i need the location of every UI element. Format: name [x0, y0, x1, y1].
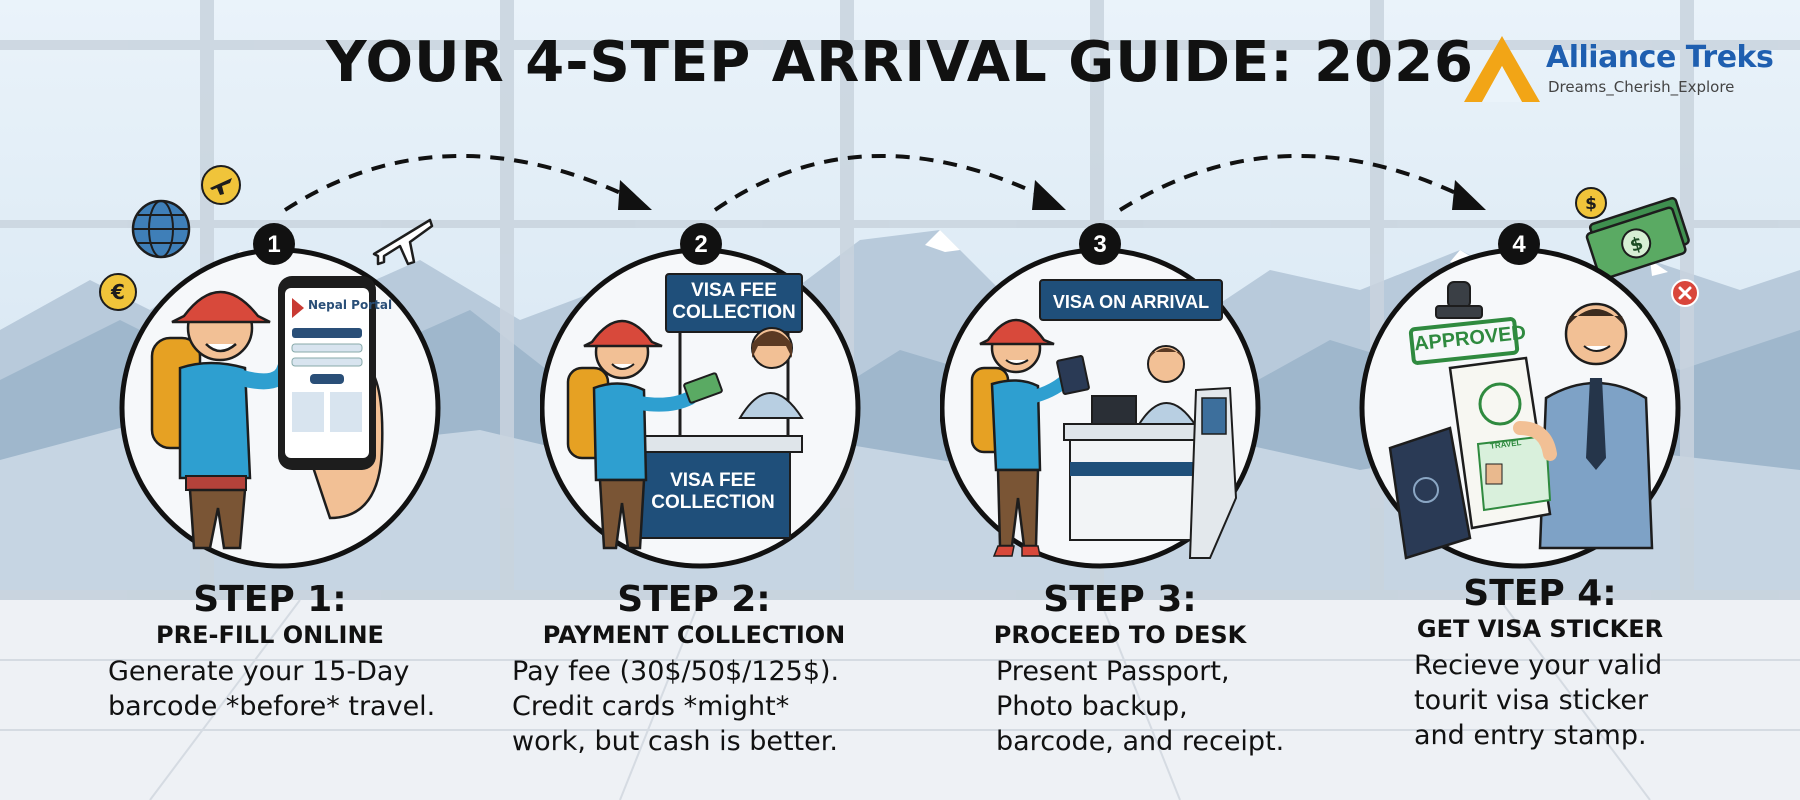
brand-tagline: Dreams_Cherish_Explore: [1548, 78, 1735, 96]
step-3-title: STEP 3:: [1043, 579, 1197, 620]
page-title: YOUR 4-STEP ARRIVAL GUIDE: 2026: [325, 30, 1475, 95]
arrowhead-2: [618, 180, 652, 210]
step-1-description: Generate your 15-Day barcode *before* tr…: [108, 656, 436, 722]
step-3-number: 3: [1093, 231, 1106, 258]
step-4-illustration: [1359, 247, 1681, 569]
airplane-coin-icon: [201, 165, 241, 205]
dollar-coin-icon: $: [1575, 187, 1607, 219]
step-3-description: Present Passport, Photo backup, barcode,…: [996, 656, 1285, 757]
step-2-badge: 2: [680, 223, 722, 265]
step-1-illustration: [119, 247, 441, 569]
logo-mark-icon: [1464, 36, 1540, 102]
arrow-1-to-2: [283, 153, 626, 212]
arrival-sign: [1039, 279, 1223, 321]
step-4-badge: 4: [1498, 223, 1540, 265]
step-3-text: STEP 3: PROCEED TO DESK Present Passport…: [910, 580, 1330, 759]
step-1-number: 1: [267, 231, 280, 258]
fee-sign-top-label: VISA FEE COLLECTION: [672, 280, 796, 323]
step-arrows: [283, 153, 1461, 212]
step-2-illustration: [540, 247, 861, 569]
step-3-subtitle: PROCEED TO DESK: [993, 621, 1247, 649]
globe-icon: [131, 199, 191, 259]
cash-icon: $: [1585, 196, 1690, 281]
svg-text:$: $: [1627, 233, 1645, 257]
step-4-description: Recieve your valid tourit visa sticker a…: [1414, 650, 1663, 751]
step-4-title: STEP 4:: [1463, 573, 1617, 614]
traveler-figure: [150, 290, 293, 550]
step-1-badge: 1: [253, 223, 295, 265]
arrowhead-3: [1032, 180, 1066, 210]
step-2-subtitle: PAYMENT COLLECTION: [542, 621, 846, 649]
arrow-3-to-4: [1118, 153, 1461, 212]
step-4-subtitle: GET VISA STICKER: [1416, 615, 1664, 643]
step-1-title: STEP 1:: [193, 579, 347, 620]
step-3-illustration: [940, 247, 1261, 569]
floor: [0, 600, 1800, 800]
step-2-number: 2: [694, 231, 707, 258]
arrow-2-to-3: [713, 153, 1041, 212]
fee-sign-top: [665, 273, 803, 333]
fee-sign-desk: [635, 451, 791, 539]
step-1-subtitle: PRE-FILL ONLINE: [156, 621, 384, 649]
svg-text:€: €: [110, 280, 125, 304]
fee-sign-desk-label: VISA FEE COLLECTION: [651, 470, 775, 513]
step-2-text: STEP 2: PAYMENT COLLECTION Pay fee (30$/…: [484, 580, 904, 759]
phone-portal-label: Nepal Portal: [308, 298, 393, 312]
brand-logo: Alliance Treks Dreams_Cherish_Explore: [1462, 34, 1782, 104]
euro-coin-icon: €: [99, 273, 137, 311]
brand-name: Alliance Treks: [1546, 40, 1774, 75]
phone-mockup: [278, 276, 384, 520]
approved-stamp: [1408, 317, 1520, 365]
airplane-icon: [372, 218, 434, 266]
step-2-description: Pay fee (30$/50$/125$). Credit cards *mi…: [512, 656, 840, 757]
close-icon: [1671, 279, 1699, 307]
arrowhead-4: [1452, 180, 1486, 210]
arrival-sign-label: VISA ON ARRIVAL: [1052, 292, 1210, 312]
step-3-badge: 3: [1079, 223, 1121, 265]
step-4-number: 4: [1512, 231, 1526, 258]
step-4-text: STEP 4: GET VISA STICKER Recieve your va…: [1330, 574, 1750, 753]
svg-text:$: $: [1585, 194, 1597, 214]
step-2-title: STEP 2:: [617, 579, 771, 620]
step-1-text: STEP 1: PRE-FILL ONLINE Generate your 15…: [60, 580, 480, 724]
